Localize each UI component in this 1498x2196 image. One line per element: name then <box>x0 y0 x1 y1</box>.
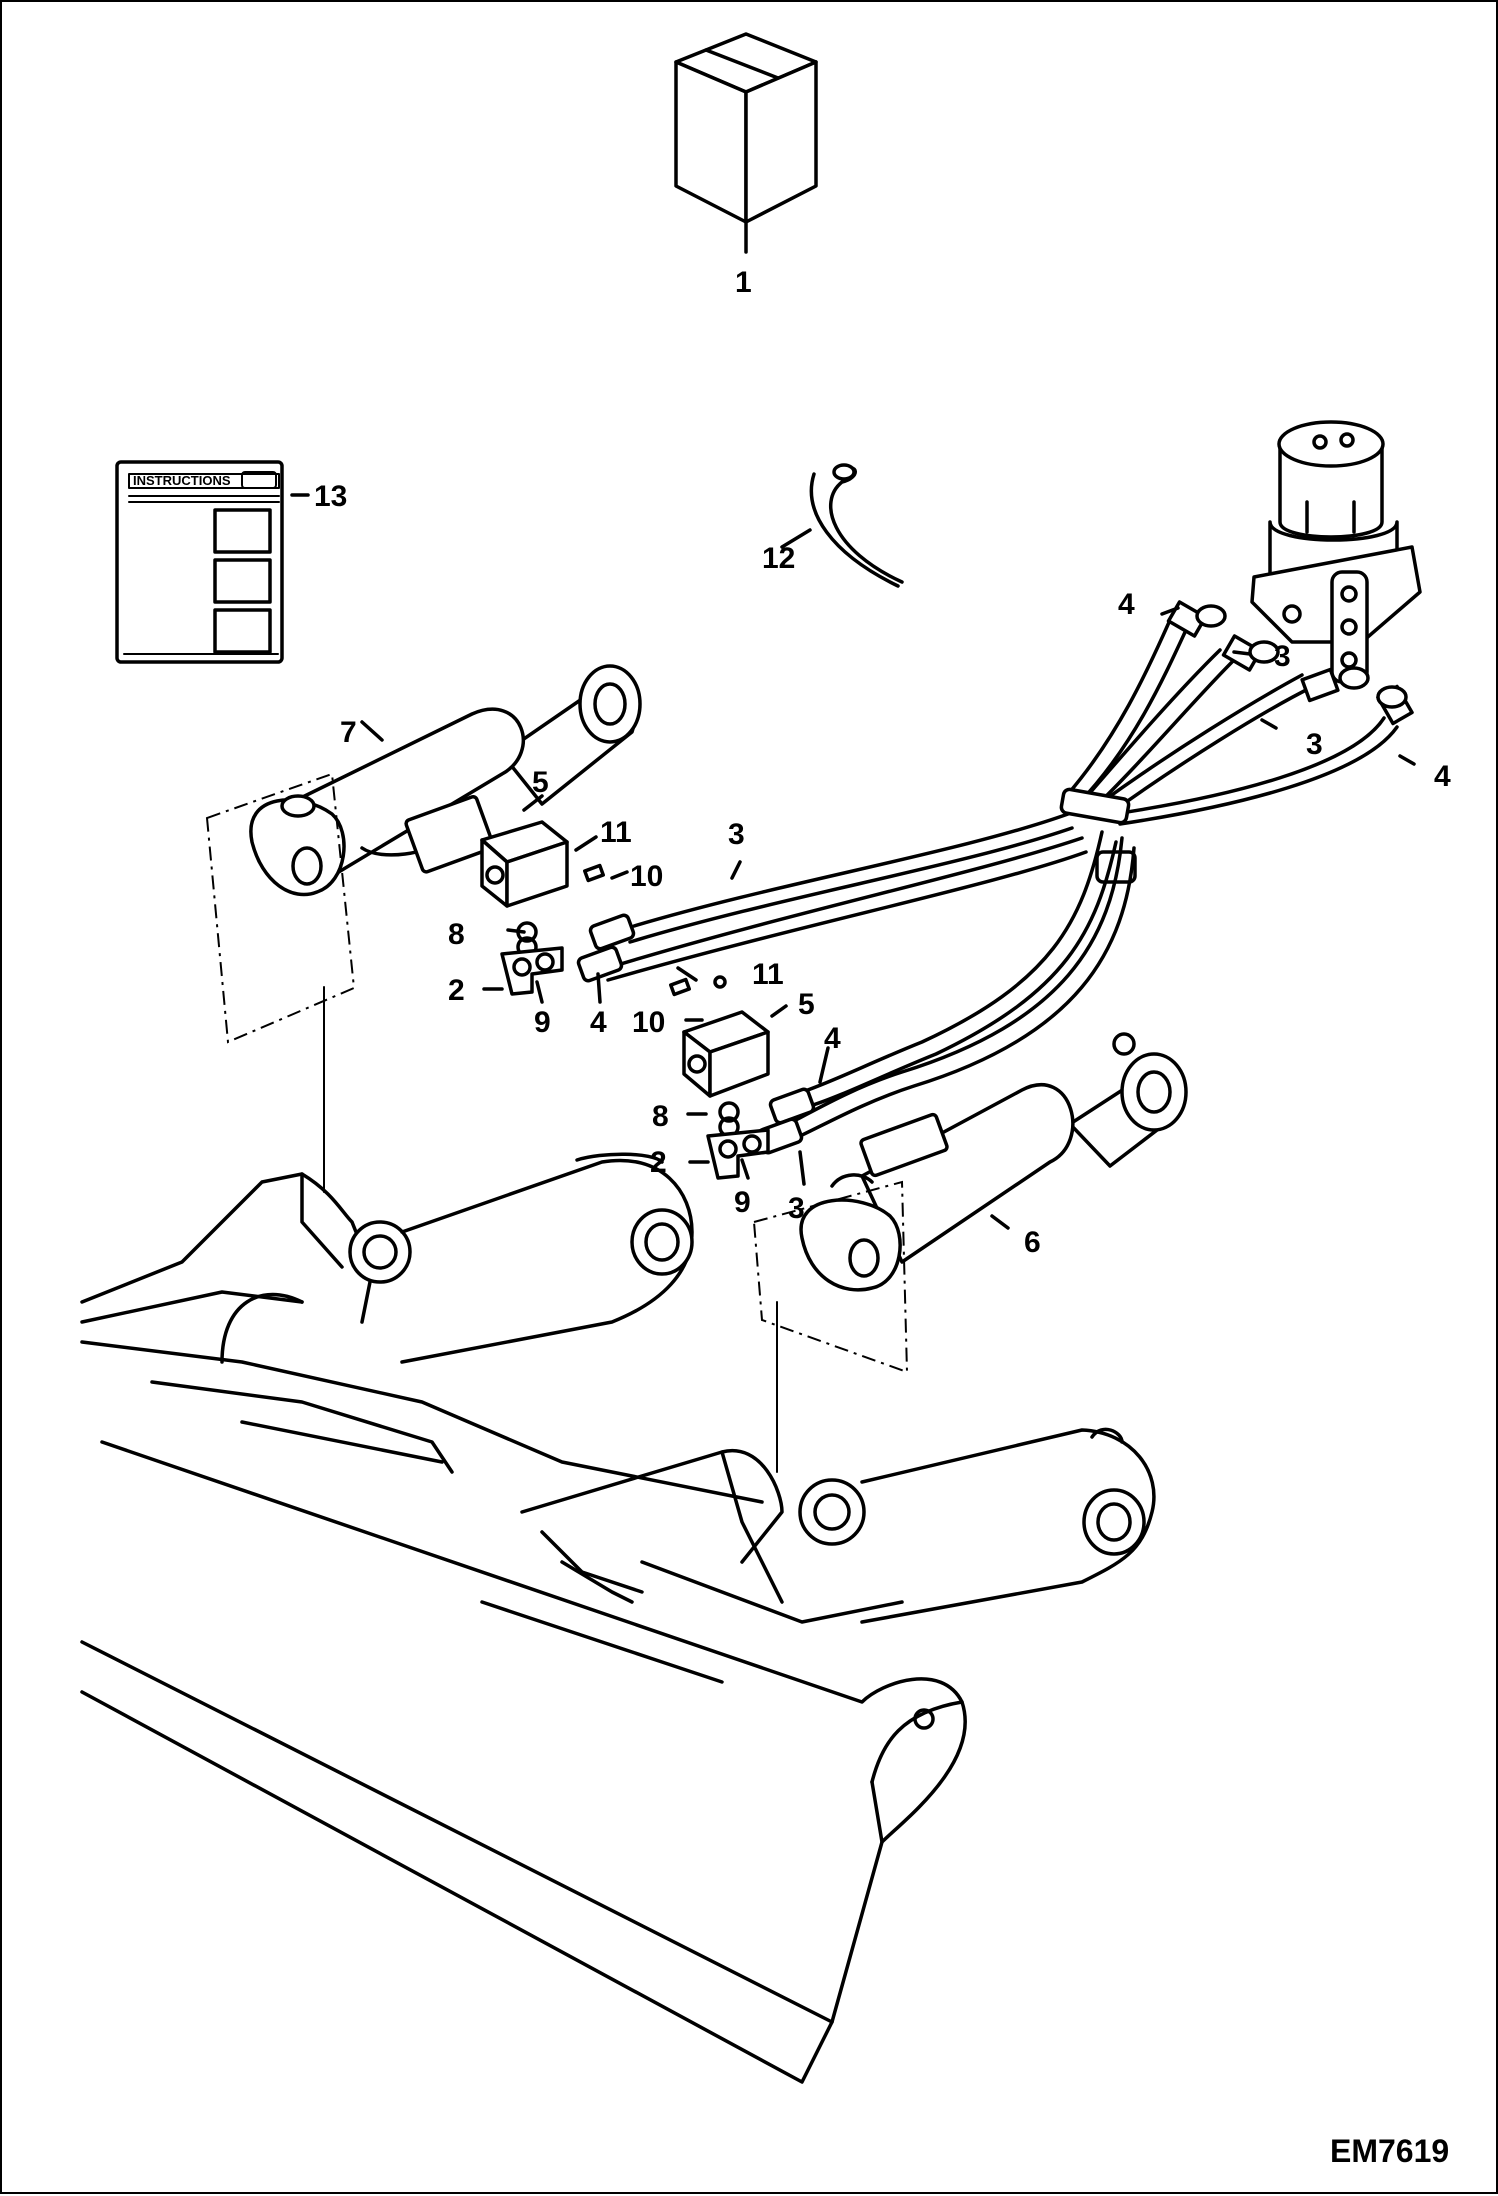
callout-leaders <box>360 606 1416 1230</box>
mounting-plane-left <box>205 772 356 1044</box>
callout-3-lower: 3 <box>788 1192 805 1225</box>
callout-5-lower: 5 <box>798 988 815 1021</box>
figure-code: EM7619 <box>1330 2133 1449 2169</box>
callout-11-lower: 11 <box>752 958 784 991</box>
cable-tie <box>780 463 904 588</box>
callout-9-upper: 9 <box>534 1006 551 1039</box>
callout-1: 1 <box>735 266 752 299</box>
valve-block-upper <box>480 820 605 958</box>
mounting-plane-right <box>752 1180 909 1374</box>
kit-box <box>674 32 818 254</box>
callout-4-right: 4 <box>1434 760 1451 793</box>
hose-bundle-lower <box>576 812 1136 1155</box>
blade-frame <box>80 1152 1156 1684</box>
callout-9-lower: 9 <box>734 1186 751 1219</box>
callout-4-lower: 4 <box>824 1022 841 1055</box>
hose-bundle-upper <box>1066 600 1414 826</box>
bracket-upper <box>500 946 564 996</box>
callout-4-top: 4 <box>1118 588 1135 621</box>
callout-3-right: 3 <box>1306 728 1323 761</box>
cylinder-left <box>249 664 642 897</box>
dozer-blade <box>80 1440 967 2084</box>
callout-4-upper: 4 <box>590 1006 607 1039</box>
swivel-joint <box>1250 420 1422 684</box>
callout-12: 12 <box>762 542 795 575</box>
callout-6: 6 <box>1024 1226 1041 1259</box>
callout-5-upper: 5 <box>532 766 549 799</box>
callout-3-upper: 3 <box>728 818 745 851</box>
callout-8-lower: 8 <box>652 1100 669 1133</box>
callout-10-lower: 10 <box>632 1006 665 1039</box>
callout-3-top: 3 <box>1274 640 1291 673</box>
callout-13: 13 <box>314 480 347 513</box>
callout-10-upper: 10 <box>630 860 663 893</box>
callout-8-upper: 8 <box>448 918 465 951</box>
callout-2-lower: 2 <box>650 1146 667 1179</box>
hose-clamp <box>1059 787 1137 884</box>
bracket-lower <box>706 1128 770 1180</box>
callout-2-upper: 2 <box>448 974 465 1007</box>
valve-block-lower <box>669 975 770 1138</box>
callout-7: 7 <box>340 716 357 749</box>
instruction-sheet: INSTRUCTIONS <box>115 460 310 664</box>
cylinder-right <box>799 1032 1188 1292</box>
instruction-sheet-title: INSTRUCTIONS <box>133 473 231 488</box>
callout-11-upper: 11 <box>600 816 632 849</box>
